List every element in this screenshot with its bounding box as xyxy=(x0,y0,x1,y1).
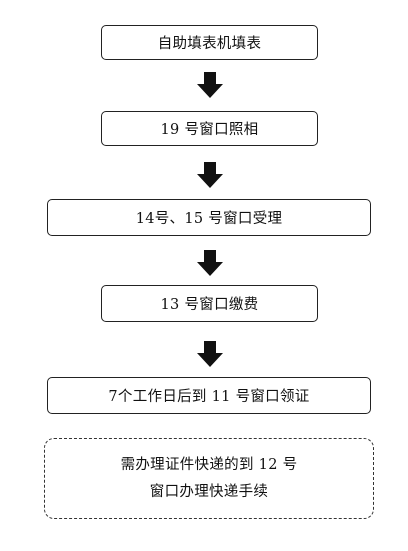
arrow-down-icon xyxy=(197,341,223,367)
arrow-down-icon xyxy=(197,250,223,276)
step-accept-box: 14号、15 号窗口受理 xyxy=(47,199,371,236)
step-payment-box: 13 号窗口缴费 xyxy=(101,285,318,322)
step-fill-form-label: 自助填表机填表 xyxy=(157,36,262,52)
step-collect-label: 7个工作日后到 11 号窗口领证 xyxy=(108,389,310,405)
step-payment-label: 13 号窗口缴费 xyxy=(160,297,259,313)
express-note-box: 需办理证件快递的到 12 号 窗口办理快递手续 xyxy=(44,438,374,519)
step-fill-form-box: 自助填表机填表 xyxy=(101,25,318,60)
step-collect-box: 7个工作日后到 11 号窗口领证 xyxy=(47,377,371,414)
arrow-down-icon xyxy=(197,162,223,188)
express-note-line2: 窗口办理快递手续 xyxy=(149,483,269,500)
express-note-line1: 需办理证件快递的到 12 号 xyxy=(120,456,298,473)
step-photo-box: 19 号窗口照相 xyxy=(101,111,318,146)
step-photo-label: 19 号窗口照相 xyxy=(160,122,259,138)
step-accept-label: 14号、15 号窗口受理 xyxy=(135,211,283,227)
arrow-down-icon xyxy=(197,72,223,98)
